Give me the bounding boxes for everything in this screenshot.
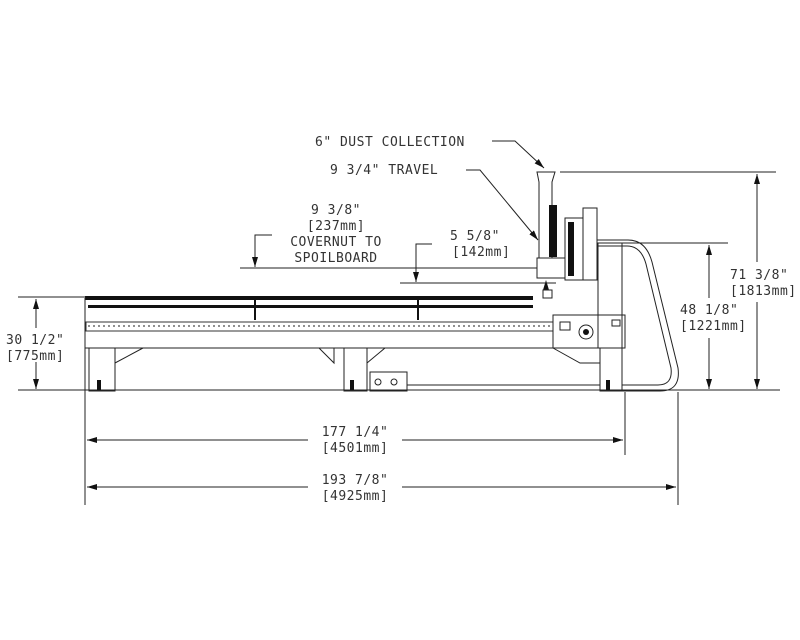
overall-height-mm: [1813mm] xyxy=(730,284,797,299)
gantry xyxy=(536,171,679,392)
covernut-in: 9 3/8" xyxy=(311,203,361,218)
table-length-mm: [4501mm] xyxy=(322,441,389,456)
table-leg xyxy=(88,347,116,392)
dim-gantry-height: 48 1/8" [1221mm] xyxy=(600,242,747,389)
table-length-in: 177 1/4" xyxy=(322,425,389,440)
dim-table-height: 30 1/2" [775mm] xyxy=(6,296,84,389)
spoilboard-label: SPOILBOARD xyxy=(294,251,377,266)
callout-covernut: 9 3/8" [237mm] COVERNUT TO SPOILBOARD xyxy=(240,203,537,269)
machine-table xyxy=(84,296,626,392)
overall-length-mm: [4925mm] xyxy=(322,489,389,504)
dim-overall-height: 71 3/8" [1813mm] xyxy=(560,171,797,389)
covernut-mm: [237mm] xyxy=(307,219,365,234)
electrical-box xyxy=(369,371,408,392)
table-height-mm: [775mm] xyxy=(6,349,64,364)
clearance-mm: [142mm] xyxy=(452,245,510,260)
callout-travel: 9 3/4" TRAVEL xyxy=(330,163,539,241)
overall-length-in: 193 7/8" xyxy=(322,473,389,488)
dust-collection-label: 6" DUST COLLECTION xyxy=(315,135,465,150)
gantry-height-mm: [1221mm] xyxy=(680,319,747,334)
gantry-carriage xyxy=(552,314,626,349)
clearance-in: 5 5/8" xyxy=(450,229,500,244)
gantry-height-in: 48 1/8" xyxy=(680,303,738,318)
callout-clearance: 5 5/8" [142mm] xyxy=(400,229,556,284)
dim-overall-length: 193 7/8" [4925mm] xyxy=(87,392,679,505)
table-height-in: 30 1/2" xyxy=(6,333,64,348)
overall-height-in: 71 3/8" xyxy=(730,268,788,283)
dim-table-length: 177 1/4" [4501mm] xyxy=(84,348,626,505)
table-leg xyxy=(343,347,368,392)
cable-carrier xyxy=(597,239,679,392)
covernut-label: COVERNUT TO xyxy=(290,235,382,250)
travel-label: 9 3/4" TRAVEL xyxy=(330,163,438,178)
table-leg xyxy=(599,347,623,392)
callout-dust-collection: 6" DUST COLLECTION xyxy=(315,135,545,169)
